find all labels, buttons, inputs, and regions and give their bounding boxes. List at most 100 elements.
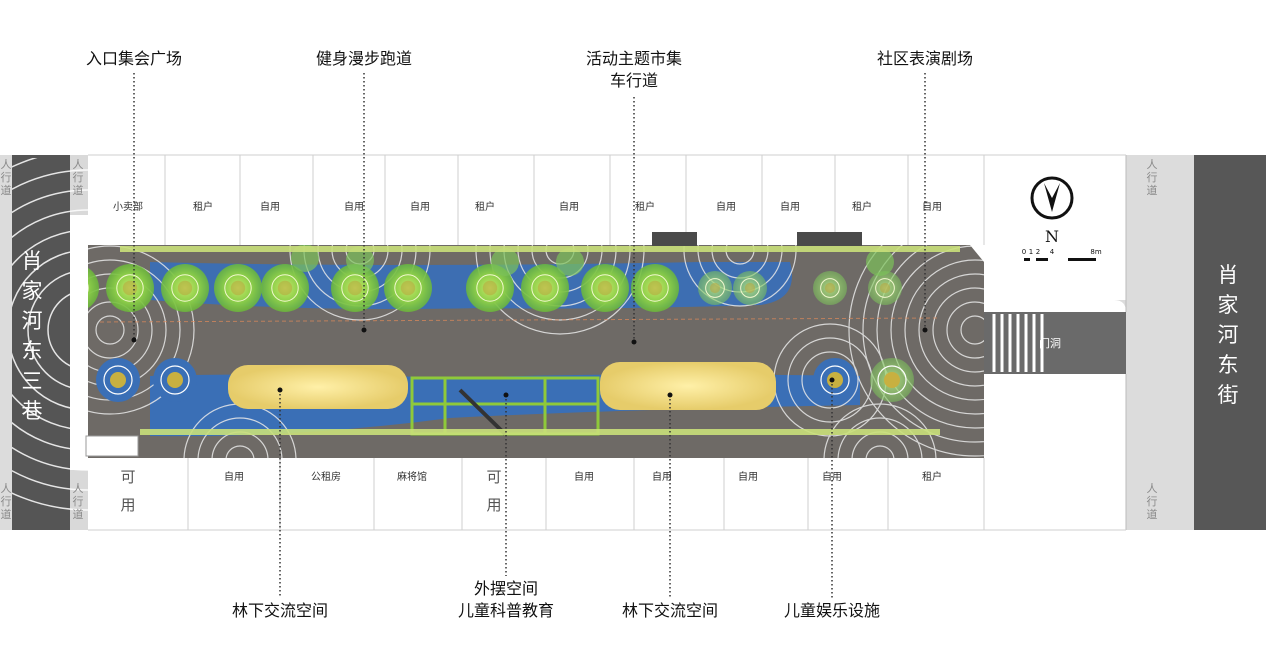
north-unit-labels: 小卖部租户自用自用自用租户自用租户自用自用租户自用: [113, 200, 942, 213]
callout-community-theater: 社区表演剧场: [876, 49, 973, 68]
north-unit-label: 租户: [475, 200, 495, 213]
leader-dots: [131, 327, 928, 398]
sidewalk-label: 行: [1, 495, 12, 508]
road-label-char: 河: [1218, 323, 1239, 347]
road-label-char: 三: [22, 369, 43, 393]
south-buildings: [88, 458, 1126, 531]
tree-canopy: [521, 264, 569, 312]
south-unit-label: 麻将馆: [397, 470, 427, 483]
tree-canopy: [153, 358, 197, 402]
road-label-char: 东: [1218, 353, 1239, 377]
sidewalk-label: 人: [1147, 158, 1158, 171]
main-lane: [85, 232, 984, 458]
road-label-char: 河: [22, 309, 43, 333]
callout-forest-space-1: 林下交流空间: [231, 601, 328, 620]
tree-canopy: [870, 358, 914, 402]
callout-kids-facilities: 儿童娱乐设施: [783, 601, 880, 620]
road-label-char: 巷: [22, 399, 43, 423]
tree-canopy: [813, 271, 847, 305]
sidewalk-label: 行: [1, 171, 12, 184]
south-unit-label: 自用: [738, 470, 758, 483]
sidewalk-label: 人: [73, 158, 84, 171]
north-unit-label: 自用: [922, 200, 942, 213]
south-unit-label: 用: [120, 496, 135, 514]
south-unit-label: 自用: [224, 470, 244, 483]
shrub: [491, 248, 519, 276]
tree-canopy: [106, 264, 154, 312]
south-unit-label: 可: [486, 468, 501, 486]
shrub: [346, 246, 374, 274]
north-unit-label: 自用: [716, 200, 736, 213]
sidewalk-label: 人: [1147, 482, 1158, 495]
callout-jogging-track: 健身漫步跑道: [315, 49, 412, 68]
sidewalk-label: 行: [1147, 171, 1158, 184]
road-label-char: 东: [22, 339, 43, 363]
south-unit-labels: 可用自用公租房麻将馆可用自用自用自用自用租户: [120, 468, 942, 514]
shrub: [556, 248, 584, 276]
sidewalk-label: 道: [1, 183, 12, 197]
scale-tick-label: 4: [1050, 248, 1055, 256]
tree-canopy: [261, 264, 309, 312]
road-label-char: 肖: [22, 249, 43, 273]
sidewalk-label: 道: [1147, 183, 1158, 197]
road-label-char: 肖: [1218, 263, 1239, 287]
road-label-char: 家: [22, 279, 43, 303]
tree-canopy: [581, 264, 629, 312]
tree-canopy: [813, 358, 857, 402]
compass-icon: N: [1024, 176, 1096, 261]
south-unit-label: 自用: [574, 470, 594, 483]
north-unit-label: 自用: [410, 200, 430, 213]
north-unit-label: 自用: [344, 200, 364, 213]
sidewalk-label: 道: [73, 507, 84, 521]
tree-canopy: [631, 264, 679, 312]
sidewalk-label: 行: [73, 171, 84, 184]
north-unit-label: 租户: [852, 200, 872, 213]
sidewalk-label: 行: [1147, 495, 1158, 508]
shrub: [866, 248, 894, 276]
west-road: [0, 155, 88, 530]
sidewalk-label: 人: [73, 482, 84, 495]
south-unit-label: 自用: [652, 470, 672, 483]
road-label-char: 街: [1218, 383, 1239, 407]
scale-tick-label: 1: [1029, 248, 1033, 256]
compass-letter: N: [1045, 227, 1059, 246]
tree-canopy: [331, 264, 379, 312]
sidewalk-label: 道: [73, 183, 84, 197]
road-label-char: 家: [1218, 293, 1239, 317]
sidewalk-label: 道: [1147, 507, 1158, 521]
tree-canopy: [868, 271, 902, 305]
south-unit-label: 租户: [922, 470, 942, 483]
leader-lines: [133, 73, 926, 598]
north-buildings: [88, 154, 1126, 245]
tree-canopy: [88, 264, 99, 312]
north-unit-label: 租户: [193, 200, 213, 213]
tree-canopy: [214, 264, 262, 312]
sidewalk-label: 人: [1, 158, 12, 171]
south-unit-label: 可: [120, 468, 135, 486]
sidewalk-label: 人: [1, 482, 12, 495]
callout-entrance-plaza: 入口集会广场: [85, 49, 182, 68]
tree-canopy: [384, 264, 432, 312]
north-unit-label: 自用: [559, 200, 579, 213]
sidewalk-label: 行: [73, 495, 84, 508]
south-unit-label: 公租房: [311, 470, 341, 483]
north-unit-label: 小卖部: [113, 200, 143, 213]
tree-canopy: [466, 264, 514, 312]
callout-outdoor-education: 外摆空间儿童科普教育: [457, 579, 554, 620]
north-unit-label: 自用: [260, 200, 280, 213]
north-unit-label: 自用: [780, 200, 800, 213]
scale-tick-label: 0: [1022, 248, 1026, 256]
south-unit-label: 用: [486, 496, 501, 514]
east-road: [984, 155, 1266, 530]
tree-canopy: [698, 271, 732, 305]
tree-canopy: [733, 271, 767, 305]
gate-label: 门洞: [1039, 336, 1061, 350]
callout-market-lane: 活动主题市集车行道: [585, 49, 682, 90]
scale-tick-label: 8m: [1090, 248, 1101, 256]
callout-forest-space-2: 林下交流空间: [621, 601, 718, 620]
sidewalk-label: 道: [1, 507, 12, 521]
